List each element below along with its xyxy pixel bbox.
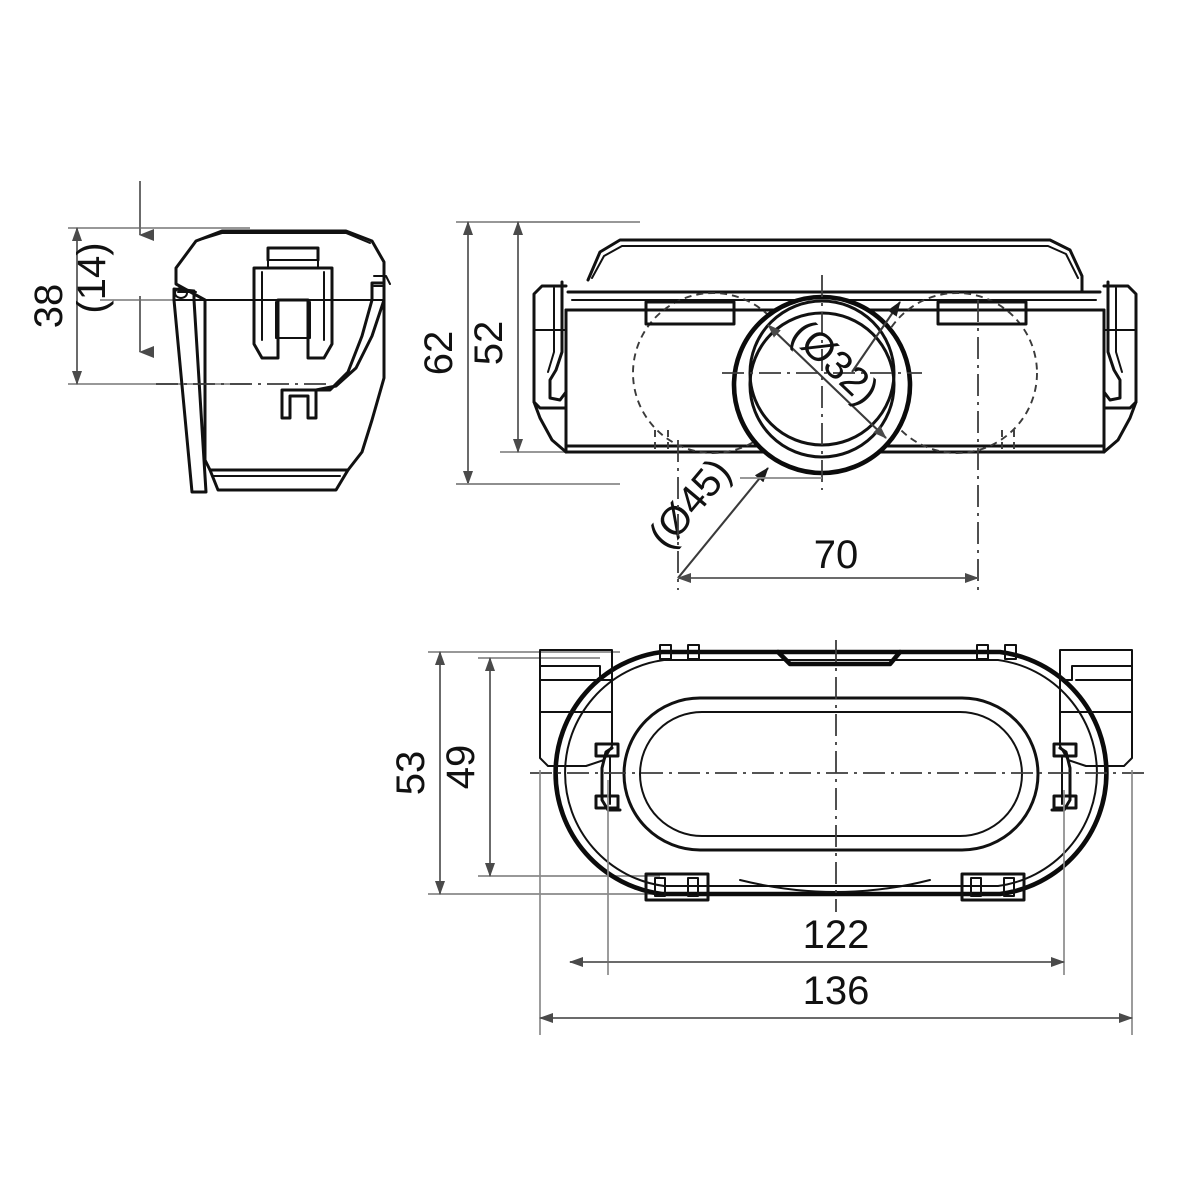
dimension-53: 53 <box>389 651 445 895</box>
dimension-136-label: 136 <box>803 969 870 1013</box>
bottom-view-top-tabs <box>659 644 1017 660</box>
middle-view-knockout-tabs <box>644 300 1028 326</box>
view-bottom-plan: 53 49 <box>389 640 1145 1035</box>
left-view-right-hook <box>280 275 391 420</box>
dimension-122-label: 122 <box>803 913 870 957</box>
bottom-view-left-connector <box>539 649 622 812</box>
view-middle-elevation: 62 52 <box>417 221 1138 590</box>
dimension-dia45-label: (Ø45) <box>640 450 739 557</box>
view-left-elevation: 38 (14) <box>27 181 391 494</box>
dimension-62-label: 62 <box>417 331 461 376</box>
bottom-view-inner-oval <box>622 696 1040 852</box>
dimension-49: 49 <box>439 657 495 877</box>
dimension-52: 52 <box>467 221 523 453</box>
dimension-38: 38 <box>27 227 82 385</box>
dimension-70-label: 70 <box>814 533 859 577</box>
bottom-view-center-notch <box>775 649 903 667</box>
middle-view-spigot <box>722 275 922 490</box>
dimension-70: 70 <box>677 300 979 590</box>
bottom-view-centerlines <box>530 640 1145 912</box>
left-view-body <box>174 229 386 492</box>
middle-view-left-endcap <box>456 280 568 485</box>
dimension-136: 136 <box>539 770 1133 1035</box>
left-view-latch-clip <box>252 246 334 360</box>
dimension-38-label: 38 <box>27 284 71 329</box>
dimension-49-label: 49 <box>439 745 483 790</box>
left-view-side-fin <box>172 287 208 494</box>
middle-view-right-endcap <box>1102 280 1138 454</box>
dimension-62: 62 <box>417 221 473 485</box>
dimension-53-label: 53 <box>389 751 433 796</box>
bottom-view-right-connector <box>1050 649 1133 812</box>
dimension-14-label: (14) <box>70 242 114 313</box>
dimension-52-label: 52 <box>467 321 511 366</box>
dimension-122: 122 <box>569 780 1065 975</box>
dimension-14: (14) <box>70 181 154 358</box>
